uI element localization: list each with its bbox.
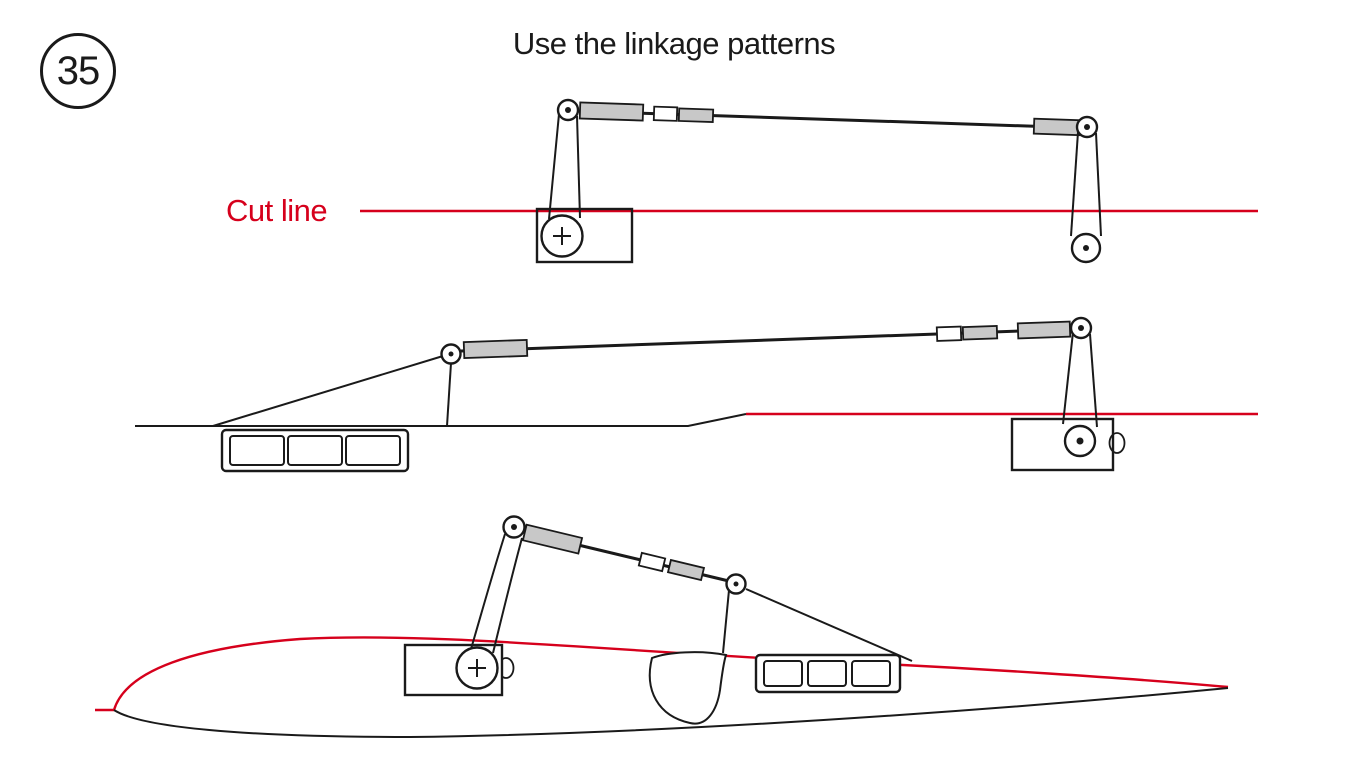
flap-section bbox=[648, 651, 728, 725]
wing-lower-outline bbox=[113, 687, 1229, 739]
cut-line-wing-upper bbox=[95, 636, 1229, 712]
step-number: 35 bbox=[56, 48, 100, 93]
pushrod-bottom-fittings bbox=[521, 523, 706, 582]
servo-tray-middle bbox=[220, 428, 410, 473]
bellcrank-middle-right bbox=[1010, 316, 1126, 472]
bellcrank-right bbox=[1070, 115, 1102, 264]
servo-tray-bottom bbox=[754, 653, 902, 694]
pushrod-top bbox=[575, 109, 1087, 130]
servo-mount-middle bbox=[1010, 417, 1115, 472]
bellcrank-bottom bbox=[403, 515, 526, 697]
surface-line bbox=[135, 413, 747, 427]
diagram-bottom-wing bbox=[95, 515, 1229, 739]
servo-mount-left bbox=[535, 207, 634, 264]
diagram-top-linkage bbox=[360, 98, 1258, 264]
pushrod-top-fittings bbox=[578, 101, 1086, 137]
control-horn-bottom bbox=[722, 588, 913, 662]
control-horn-middle bbox=[212, 355, 452, 427]
step-number-badge: 35 bbox=[40, 33, 116, 109]
page-title: Use the linkage patterns bbox=[512, 26, 836, 61]
bellcrank-left bbox=[535, 98, 634, 264]
cut-line-label: Cut line bbox=[226, 193, 328, 228]
diagram-middle-linkage bbox=[135, 316, 1258, 473]
pushrod-middle-fittings bbox=[462, 320, 1072, 360]
